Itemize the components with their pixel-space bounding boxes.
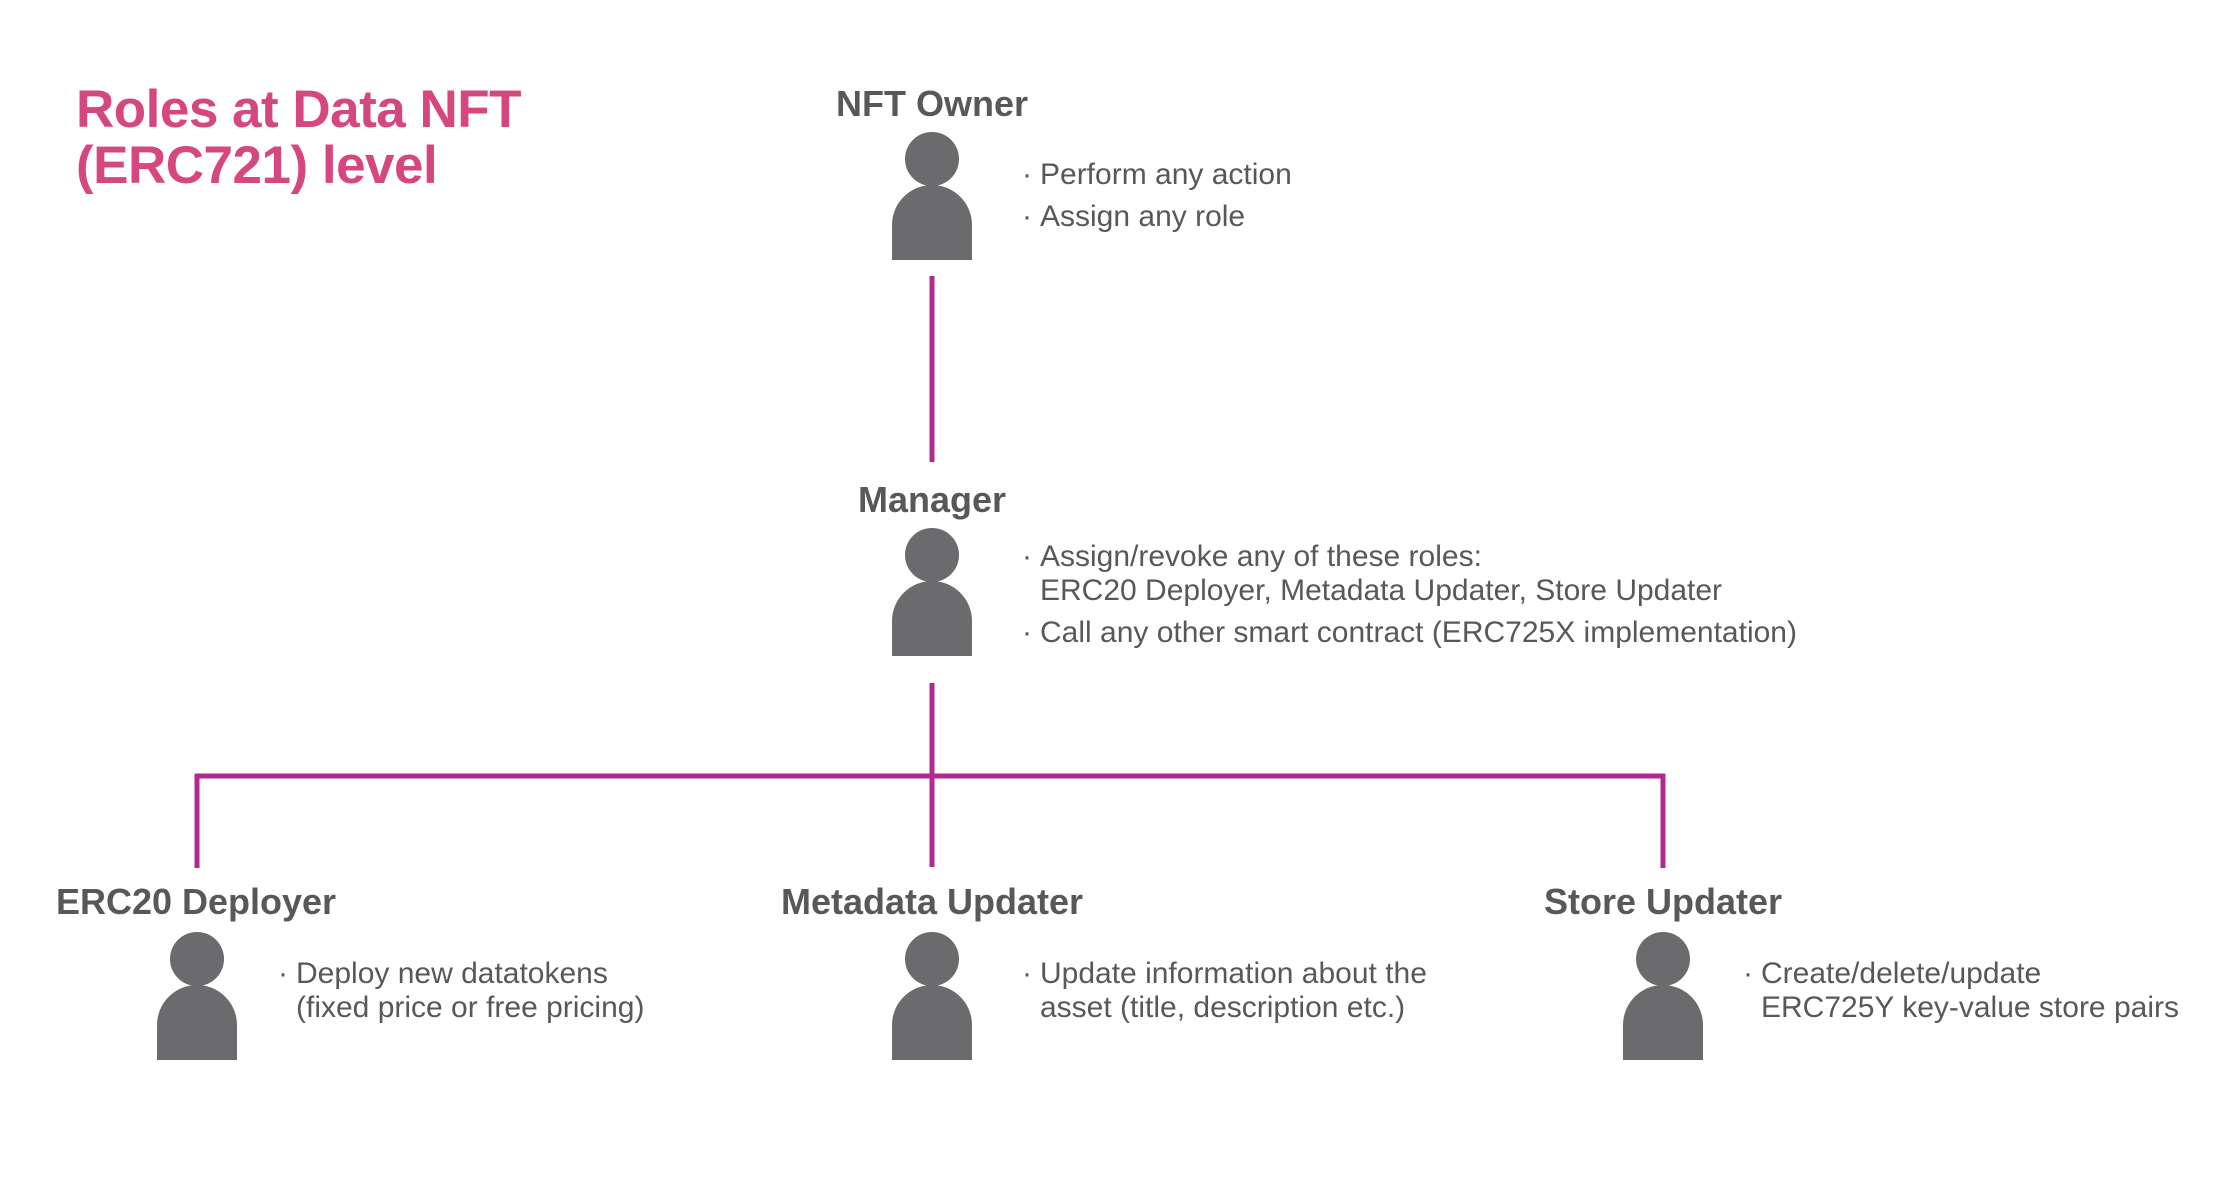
owner-permission-1: Perform any action <box>1040 158 1292 191</box>
role-name-metadata-updater: Metadata Updater <box>780 881 1084 922</box>
role-name-manager: Manager <box>857 479 1007 520</box>
store-updater-permissions: ·Create/delete/update ERC725Y key-value … <box>1743 957 2179 1033</box>
list-item: ·Assign any role <box>1022 200 1246 233</box>
owner-permission-2: Assign any role <box>1040 200 1246 233</box>
list-item: ·Perform any action <box>1022 158 1292 191</box>
manager-permission-2: Call any other smart contract (ERC725X i… <box>1040 616 1797 649</box>
list-item: ·Deploy new datatokens (fixed price or f… <box>278 957 645 1024</box>
person-icon <box>892 528 972 656</box>
person-icon <box>157 932 237 1060</box>
list-item: ·Call any other smart contract (ERC725X … <box>1022 616 1797 649</box>
person-icon <box>1623 932 1703 1060</box>
list-item: ·Create/delete/update ERC725Y key-value … <box>1743 957 2179 1024</box>
list-item: ·Update information about the asset (tit… <box>1022 957 1427 1024</box>
list-item: ·Assign/revoke any of these roles: ERC20… <box>1022 540 1723 607</box>
person-icon <box>892 932 972 1060</box>
role-name-store-updater: Store Updater <box>1543 881 1783 922</box>
title-line-1: Roles at Data NFT <box>76 80 522 139</box>
metadata-updater-permissions: ·Update information about the asset (tit… <box>1022 957 1427 1033</box>
store-updater-permission-1: Create/delete/update ERC725Y key-value s… <box>1761 957 2179 1024</box>
erc20-deployer-permission-1: Deploy new datatokens (fixed price or fr… <box>296 957 645 1024</box>
person-icon <box>892 132 972 260</box>
metadata-updater-permission-1: Update information about the asset (titl… <box>1040 957 1427 1024</box>
erc20-deployer-permissions: ·Deploy new datatokens (fixed price or f… <box>278 957 644 1033</box>
diagram-title: Roles at Data NFT (ERC721) level <box>76 82 776 194</box>
manager-permissions: ·Assign/revoke any of these roles: ERC20… <box>1022 540 1797 658</box>
owner-permissions: ·Perform any action ·Assign any role <box>1022 158 1292 242</box>
manager-permission-1: Assign/revoke any of these roles: ERC20 … <box>1040 540 1723 607</box>
role-name-nft-owner: NFT Owner <box>835 83 1028 124</box>
title-line-2: (ERC721) level <box>76 136 438 195</box>
role-name-erc20-deployer: ERC20 Deployer <box>55 881 337 922</box>
